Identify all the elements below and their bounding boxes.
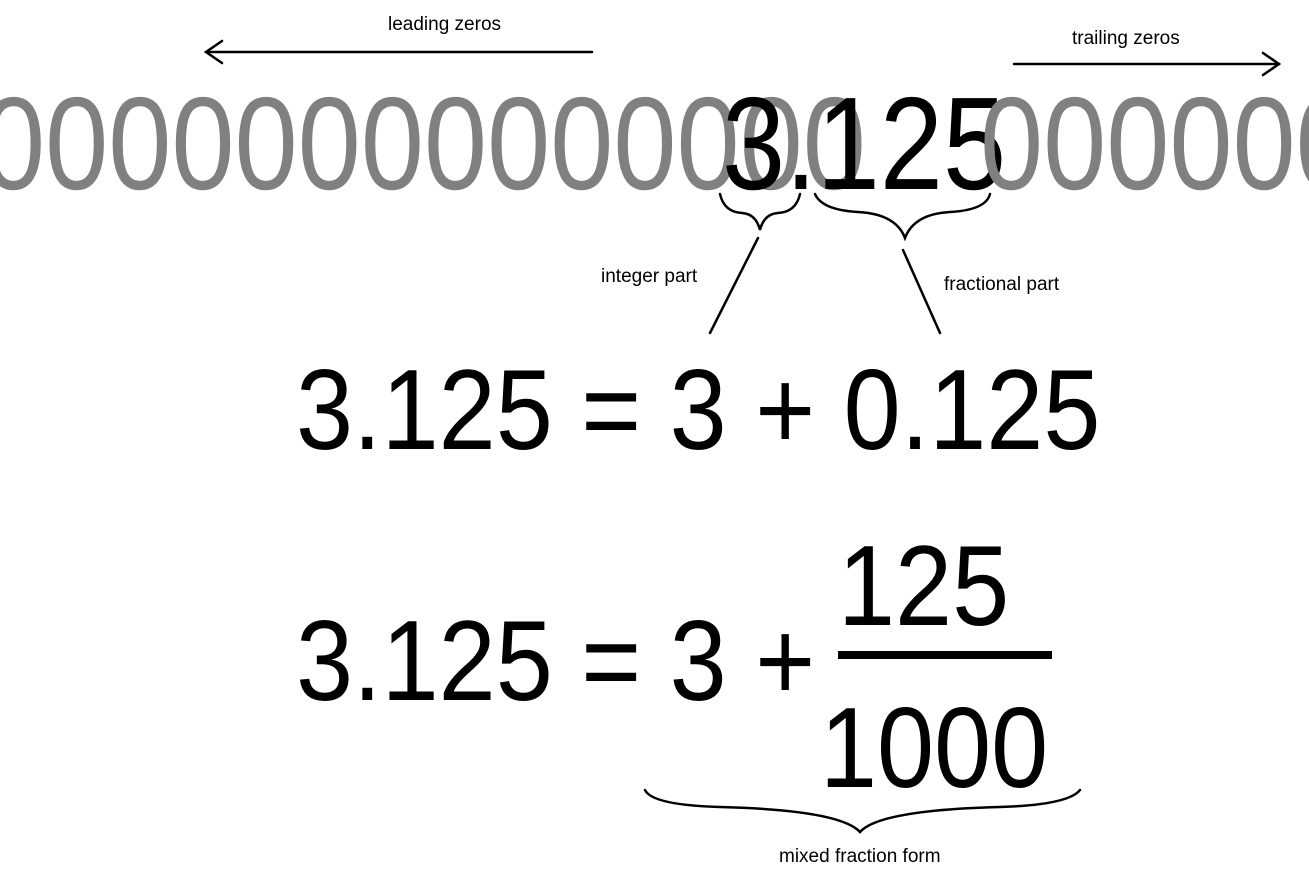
fraction-denominator: 1000 bbox=[820, 685, 1049, 812]
fractional-part-label: fractional part bbox=[944, 274, 1060, 295]
equation-decimal-sum: 3.125 = 3 + 0.125 bbox=[296, 347, 1101, 474]
leading-zeros-digits: 00000000000000 bbox=[0, 70, 866, 217]
decimal-point: . bbox=[785, 70, 817, 217]
left-arrow-icon bbox=[203, 39, 594, 65]
integer-connector-line bbox=[708, 236, 760, 335]
equation-fraction-lhs: 3.125 = 3 + bbox=[296, 598, 816, 725]
integer-digit: 3 bbox=[722, 70, 786, 217]
highlighted-number: 3.125 bbox=[722, 78, 1006, 210]
fraction-numerator: 125 bbox=[838, 523, 1010, 650]
trailing-zeros-digits: 000000 bbox=[980, 70, 1309, 217]
fractional-connector-line bbox=[901, 248, 942, 335]
fraction-digits: 125 bbox=[816, 70, 1007, 217]
mixed-fraction-label: mixed fraction form bbox=[779, 846, 941, 867]
integer-part-label: integer part bbox=[601, 266, 698, 287]
fraction-bar bbox=[838, 651, 1052, 659]
leading-zeros-label: leading zeros bbox=[388, 14, 502, 35]
trailing-zeros-label: trailing zeros bbox=[1072, 28, 1180, 49]
